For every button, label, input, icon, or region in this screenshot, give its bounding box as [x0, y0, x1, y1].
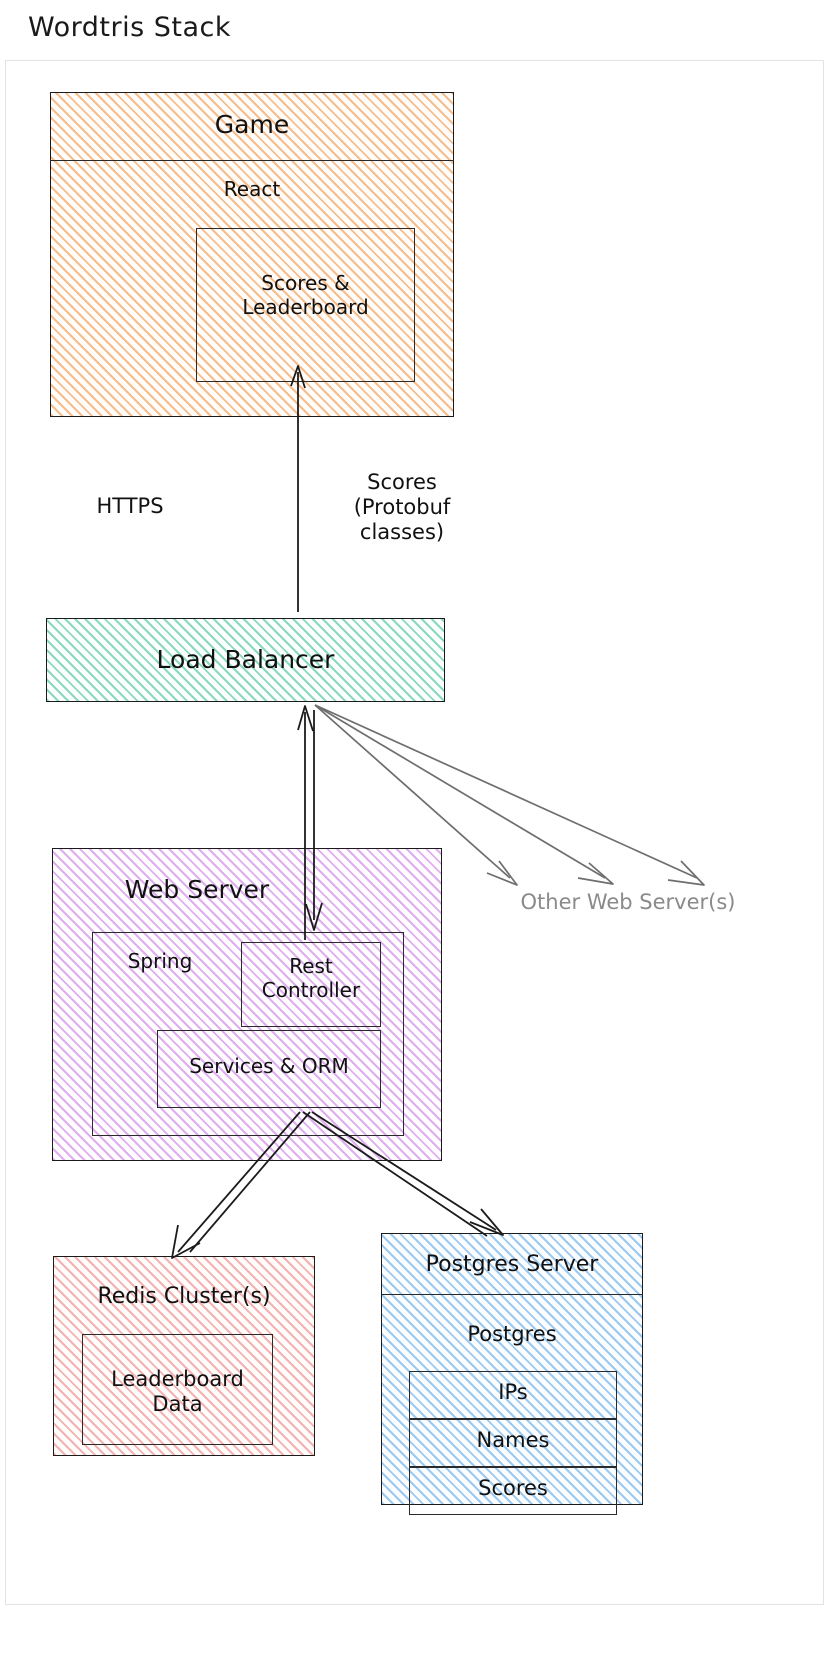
page-title: Wordtris Stack [28, 12, 231, 43]
postgres-table-row[interactable] [409, 1467, 617, 1515]
node-postgres-server[interactable] [381, 1233, 643, 1505]
node-rest-controller[interactable] [241, 942, 381, 1027]
postgres-table-row[interactable] [409, 1371, 617, 1419]
node-services-orm[interactable] [157, 1030, 381, 1108]
node-web-server[interactable] [52, 848, 442, 1161]
postgres-header-divider [381, 1294, 643, 1295]
node-redis-cluster[interactable] [53, 1256, 315, 1456]
node-scores-leaderboard[interactable] [196, 228, 415, 382]
node-game[interactable] [50, 92, 454, 417]
postgres-table-row[interactable] [409, 1419, 617, 1467]
node-load-balancer[interactable] [46, 618, 445, 702]
node-leaderboard-data[interactable] [82, 1334, 273, 1445]
game-header-divider [50, 160, 454, 161]
